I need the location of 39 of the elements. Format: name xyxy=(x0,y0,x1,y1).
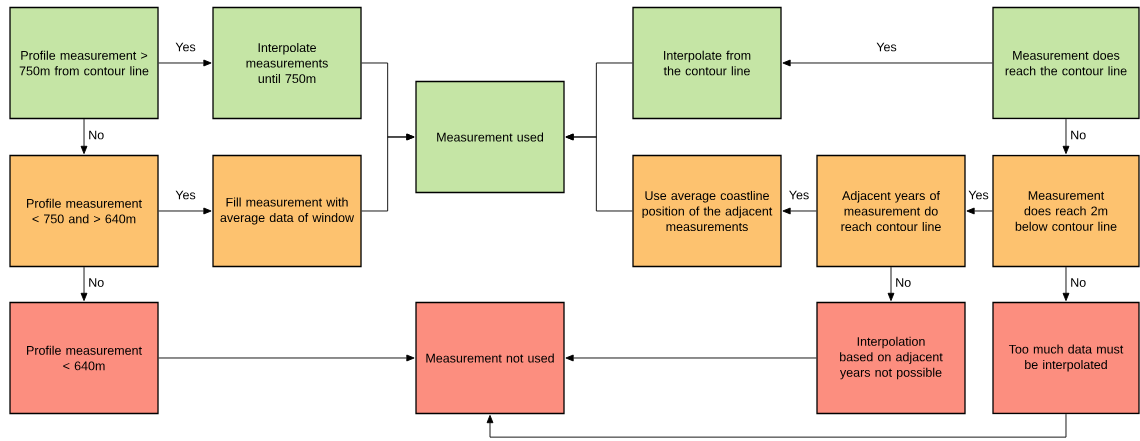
process-box: Fill measurement with average data of window xyxy=(212,154,362,268)
edge-label: No xyxy=(87,277,106,288)
process-box: Interpolation based on adjacent years not possible xyxy=(816,301,966,415)
arrow xyxy=(80,266,88,302)
edge-label: Yes xyxy=(787,189,811,201)
process-box: Interpolate measurements until 750m xyxy=(212,6,362,120)
arrow xyxy=(486,413,1067,438)
arrow xyxy=(565,354,817,362)
process-box: Measurement used xyxy=(415,80,565,194)
arrow xyxy=(966,207,993,215)
arrow xyxy=(361,133,415,212)
process-box: Profile measurement > 750m from contour line xyxy=(9,6,159,120)
process-box: Measurement does reach 2m below contour line xyxy=(992,154,1140,268)
arrow xyxy=(80,118,88,155)
process-box: Profile measurement < 750 and > 640m xyxy=(9,154,159,268)
process-box: Too much data must be interpolated xyxy=(992,301,1140,415)
edge-label: No xyxy=(87,129,106,141)
arrow xyxy=(1062,266,1070,302)
arrow xyxy=(782,207,817,215)
process-box: Use average coastline position of the adjacent measurements xyxy=(632,154,782,268)
edge-label: Yes xyxy=(174,189,197,201)
edge-label: Yes xyxy=(967,189,990,201)
edge-label: Yes xyxy=(174,41,197,53)
arrow xyxy=(158,354,415,362)
process-box: Profile measurement < 640m xyxy=(9,301,159,415)
arrow xyxy=(1062,118,1070,155)
process-box: Measurement not used xyxy=(415,301,565,415)
edge-label: No xyxy=(894,277,913,288)
arrow xyxy=(158,59,212,67)
arrow xyxy=(887,266,895,302)
edge-label: Yes xyxy=(875,41,898,53)
process-box: Measurement does reach the contour line xyxy=(992,6,1140,120)
process-box: Adjacent years of measurement do reach contour line xyxy=(816,154,966,268)
arrow xyxy=(782,59,993,67)
edge-label: No xyxy=(1069,129,1088,141)
arrow xyxy=(565,133,633,212)
edge-label: No xyxy=(1069,277,1088,288)
arrow xyxy=(158,207,212,215)
process-box: Interpolate from the contour line xyxy=(632,6,782,120)
